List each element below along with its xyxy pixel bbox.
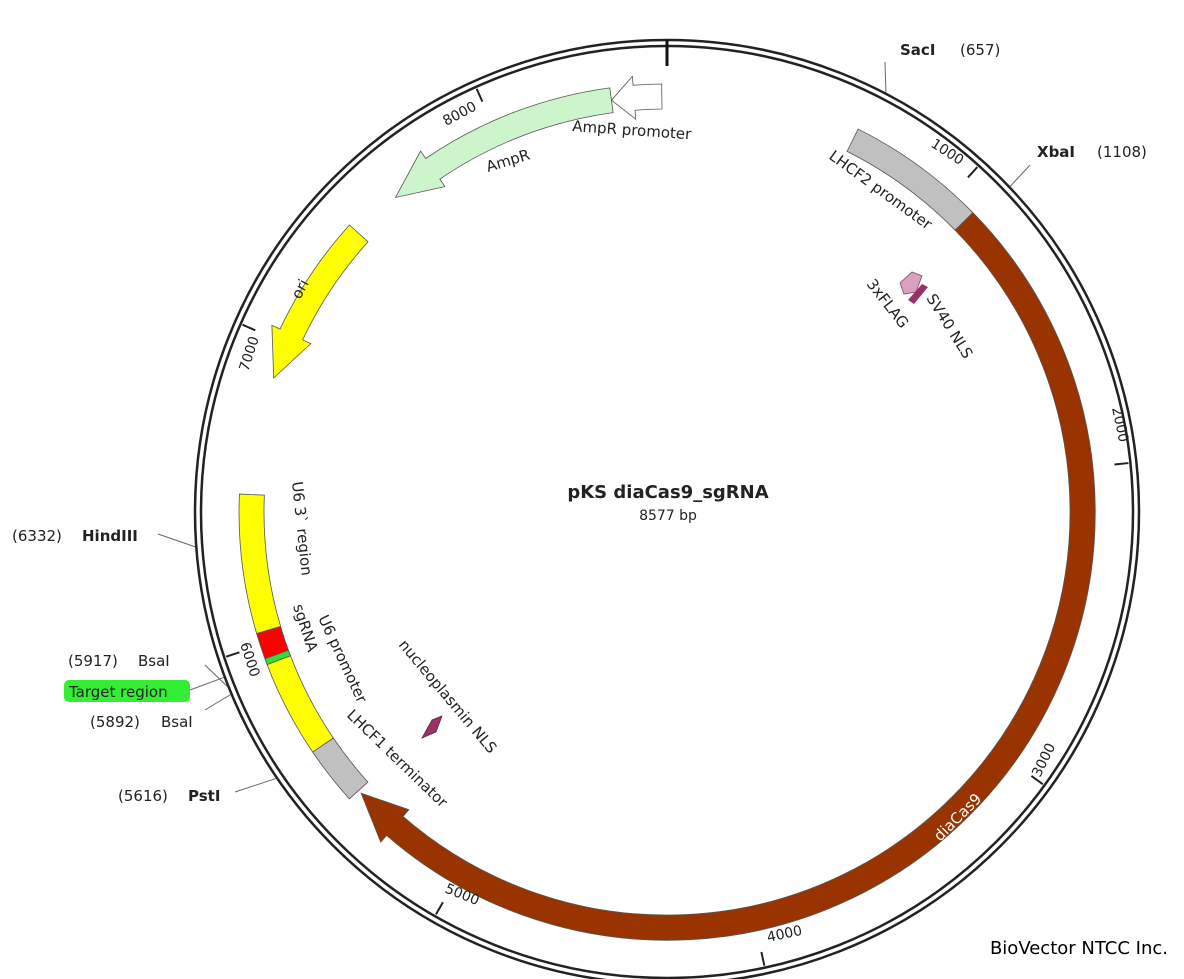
label-u6-promoter: U6 promoter (314, 612, 371, 706)
tick-mark-4000 (760, 951, 766, 966)
svg-text:(5616): (5616) (118, 787, 168, 805)
scale-ticks (225, 88, 1129, 966)
site-psti: (5616) PstI (118, 787, 220, 805)
site-xbai: XbaI (1108) (1037, 143, 1147, 161)
site-hindiii: (6332) HindIII (12, 527, 138, 545)
footer-brand: BioVector NTCC Inc. (990, 938, 1168, 959)
label-ampr-promoter: AmpR promoter (572, 117, 693, 143)
svg-text:(6332): (6332) (12, 527, 62, 545)
tick-label-8000: 8000 (440, 99, 479, 130)
feature-ori (271, 224, 369, 379)
feature-amprpromoter (610, 75, 663, 121)
label-ampr: AmpR (484, 146, 532, 176)
site-line-bsai-5892 (204, 694, 231, 711)
svg-text:SacI: SacI (900, 41, 935, 59)
tick-mark-5000 (435, 901, 444, 915)
svg-text:(657): (657) (960, 41, 1000, 59)
site-line-bsai-5917 (204, 664, 228, 687)
svg-text:HindIII: HindIII (82, 527, 138, 545)
label-nucleoplasmin-nls: nucleoplasmin NLS (395, 636, 501, 757)
label-sv40-nls: SV40 NLS (923, 291, 977, 362)
feature-ampr (394, 87, 614, 199)
svg-text:BsaI: BsaI (161, 713, 193, 731)
svg-text:(5917): (5917) (68, 652, 118, 670)
feature-u6promoter (266, 655, 334, 753)
features (238, 75, 1096, 941)
svg-text:(5892): (5892) (90, 713, 140, 731)
tick-label-2000: 2000 (1108, 406, 1131, 444)
plasmid-size: 8577 bp (639, 508, 697, 524)
tick-label-4000: 4000 (766, 923, 804, 946)
tick-label-6000: 6000 (236, 640, 262, 679)
svg-text:(1108): (1108) (1097, 143, 1147, 161)
feature-u63 (238, 493, 282, 634)
sv40-nls-marker (908, 284, 928, 304)
plasmid-name: pKS diaCas9_sgRNA (567, 482, 768, 503)
tick-mark-3000 (1030, 775, 1044, 786)
tick-mark-7000 (242, 323, 256, 332)
site-bsai-5917: (5917) BsaI (68, 652, 170, 670)
tick-label-7000: 7000 (237, 334, 263, 373)
tick-mark-8000 (475, 88, 484, 103)
svg-text:PstI: PstI (188, 787, 220, 805)
site-bsai-5892: (5892) BsaI (90, 713, 193, 731)
feature-diacas9 (360, 212, 1096, 941)
plasmid-backbone (193, 38, 1141, 979)
target-region-line (189, 676, 225, 691)
tick-mark-2000 (1114, 462, 1129, 466)
label-u6-3-region: U6 3` region (288, 481, 316, 577)
nucleoplasmin-nls-marker (421, 715, 443, 739)
svg-text:BsaI: BsaI (138, 652, 170, 670)
svg-text:XbaI: XbaI (1037, 143, 1075, 161)
target-region-badge: Target region (64, 680, 190, 702)
feature-lhcf1 (312, 737, 369, 800)
tick-mark-6000 (225, 651, 240, 658)
site-line-saci-657 (884, 61, 887, 93)
svg-text:Target region: Target region (68, 683, 168, 701)
site-line-hindiii-6332 (157, 533, 196, 548)
3xflag-marker (899, 271, 923, 295)
label-sgrna: sgRNA (289, 602, 322, 655)
site-saci: SacI (657) (900, 41, 1000, 59)
tick-mark-1000 (967, 166, 979, 179)
tick-label-3000: 3000 (1029, 741, 1059, 780)
site-line-xbai-1108 (1009, 164, 1031, 187)
site-lines (157, 61, 1031, 793)
site-line-psti-5616 (234, 777, 277, 793)
